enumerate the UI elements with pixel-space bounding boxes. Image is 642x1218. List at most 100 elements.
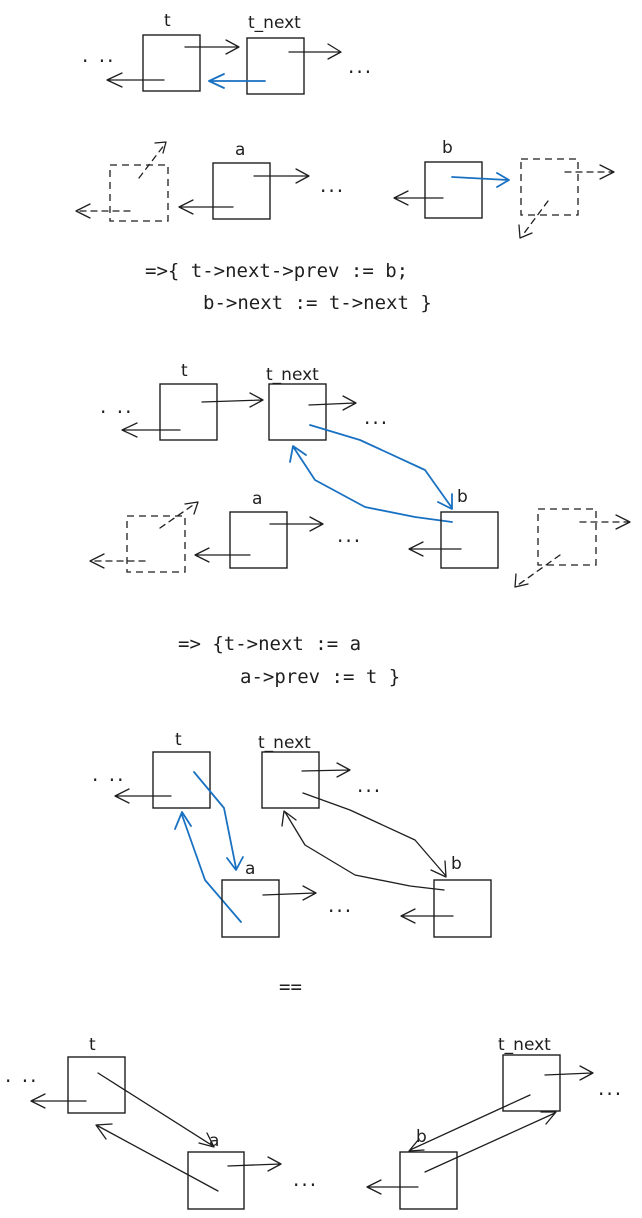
arrow-t-next-prev-highlight — [208, 73, 266, 89]
arrow-t-next-to-a-4 — [97, 1072, 215, 1148]
phantom-left-arrowhead-up-2 — [184, 501, 199, 515]
arrow-t-next-to-a — [193, 771, 244, 871]
arrow-t-next-next-3 — [301, 762, 351, 778]
arrow-t-next — [184, 39, 240, 55]
ellipsis-a-4: ... — [293, 1167, 318, 1191]
arrow-b-next-highlight — [451, 172, 510, 188]
ellipsis-right-3: ... — [357, 773, 382, 797]
section-after-step1: . .. t t_next ... a ... b — [89, 361, 631, 588]
node-t-next-4 — [502, 1054, 561, 1112]
label-t-next: t_next — [248, 13, 301, 33]
ellipsis-right-4: ... — [598, 1076, 623, 1100]
arrow-a-prev-to-t — [174, 811, 242, 923]
ellipsis-left-4: . .. — [5, 1063, 38, 1087]
arrow-t-next-prev-to-b-3 — [302, 792, 447, 878]
label-t-next-4: t_next — [498, 1035, 551, 1055]
ellipsis-left-2: . .. — [100, 394, 133, 418]
node-t-4 — [67, 1056, 126, 1114]
arrow-b-prev — [393, 190, 444, 206]
node-t-3 — [152, 751, 211, 809]
arrow-b-prev-4 — [366, 1179, 419, 1195]
label-t-next-2: t_next — [266, 365, 319, 385]
label-b-4: b — [416, 1127, 427, 1147]
phantom-node-left — [109, 164, 169, 222]
phantom-right-arrowhead — [599, 164, 615, 180]
step1-line2: b->next := t->next } — [203, 292, 432, 314]
node-a — [212, 162, 271, 220]
arrow-a-prev — [178, 199, 234, 215]
label-t-next-3: t_next — [258, 733, 311, 753]
node-a-4 — [187, 1151, 245, 1210]
arrow-a-next-2 — [269, 516, 324, 532]
label-b-3: b — [451, 854, 462, 874]
phantom-left-arrow-up — [138, 143, 166, 179]
label-a-2: a — [252, 489, 262, 509]
node-t-next — [246, 37, 305, 95]
step1-line1: =>{ t->next->prev := b; — [145, 260, 408, 282]
phantom-node-right — [520, 158, 579, 216]
label-b: b — [442, 138, 453, 158]
arrow-a-prev-2 — [194, 547, 251, 563]
section-after-step2: . .. t t_next ... a ... b — [92, 730, 492, 938]
label-b-2: b — [457, 487, 468, 507]
node-t-2 — [159, 383, 218, 441]
arrow-a-prev-to-t-4 — [95, 1123, 219, 1192]
arrow-t-next-next-2 — [308, 395, 357, 411]
arrow-t-next-next-4 — [544, 1065, 594, 1081]
arrow-b-prev-2 — [408, 541, 462, 557]
phantom-left-arrowhead-up — [154, 141, 167, 154]
label-a-4: a — [209, 1131, 219, 1151]
section-sublist-a-b: a ... b — [75, 138, 615, 239]
node-a-3 — [221, 879, 280, 938]
node-b-3 — [433, 879, 492, 938]
ellipsis-a-3: ... — [328, 893, 353, 917]
phantom-node-left-2 — [126, 515, 186, 573]
phantom-left-arrow-up-2 — [159, 502, 197, 529]
label-a-3: a — [245, 859, 255, 879]
ellipsis-a-2: ... — [337, 523, 362, 547]
node-b-2 — [440, 511, 499, 569]
label-t: t — [164, 11, 171, 31]
arrow-t-next-2 — [201, 392, 264, 408]
arrow-t-next-next — [288, 43, 342, 60]
phantom-right-arrowhead-down-2 — [514, 573, 529, 588]
node-t-next-3 — [261, 751, 320, 809]
equals-sign: == — [279, 976, 302, 998]
arrow-a-next-4 — [227, 1156, 282, 1172]
phantom-left-arrowhead-left-2 — [89, 553, 105, 569]
node-b-4 — [399, 1151, 458, 1210]
node-t — [142, 34, 201, 92]
ellipsis-left: . .. — [82, 43, 115, 67]
arrow-t-next-prev-to-b-4 — [408, 1094, 531, 1152]
arrow-b-next-to-t-next — [289, 445, 453, 523]
node-b — [424, 161, 483, 219]
section-initial-list: . .. t t_next ... — [82, 11, 373, 95]
arrow-a-next — [253, 168, 310, 184]
phantom-left-arrowhead-left — [75, 203, 91, 219]
arrow-t-next-prev-to-b — [309, 424, 453, 510]
arrow-t-prev — [106, 72, 165, 88]
ellipsis-left-3: . .. — [92, 762, 125, 786]
step2-line1: => {t->next := a — [178, 633, 361, 655]
phantom-right-arrow-down-2 — [517, 554, 561, 586]
label-t-4: t — [89, 1035, 96, 1055]
label-t-2: t — [181, 361, 188, 381]
phantom-right-arrow-down — [521, 200, 549, 237]
section-final-result: . .. t a ... b t_next ... — [5, 1035, 623, 1210]
arrow-b-next-to-t-next-4 — [424, 1111, 557, 1173]
arrow-b-next-to-t-next-3 — [281, 810, 445, 891]
arrow-t-prev-3 — [114, 788, 172, 804]
arrow-a-next-3 — [262, 885, 317, 901]
arrow-t-prev-4 — [30, 1093, 87, 1109]
ellipsis-a: ... — [320, 173, 345, 197]
phantom-node-right-2 — [537, 508, 597, 566]
node-t-next-2 — [268, 383, 327, 441]
step2-line2: a->prev := t } — [240, 666, 400, 688]
ellipsis-right: ... — [348, 54, 373, 78]
label-t-3: t — [175, 730, 182, 750]
node-a-2 — [229, 511, 288, 569]
phantom-right-arrowhead-2 — [615, 514, 631, 530]
label-a: a — [235, 140, 245, 160]
arrow-t-prev-2 — [121, 422, 181, 438]
